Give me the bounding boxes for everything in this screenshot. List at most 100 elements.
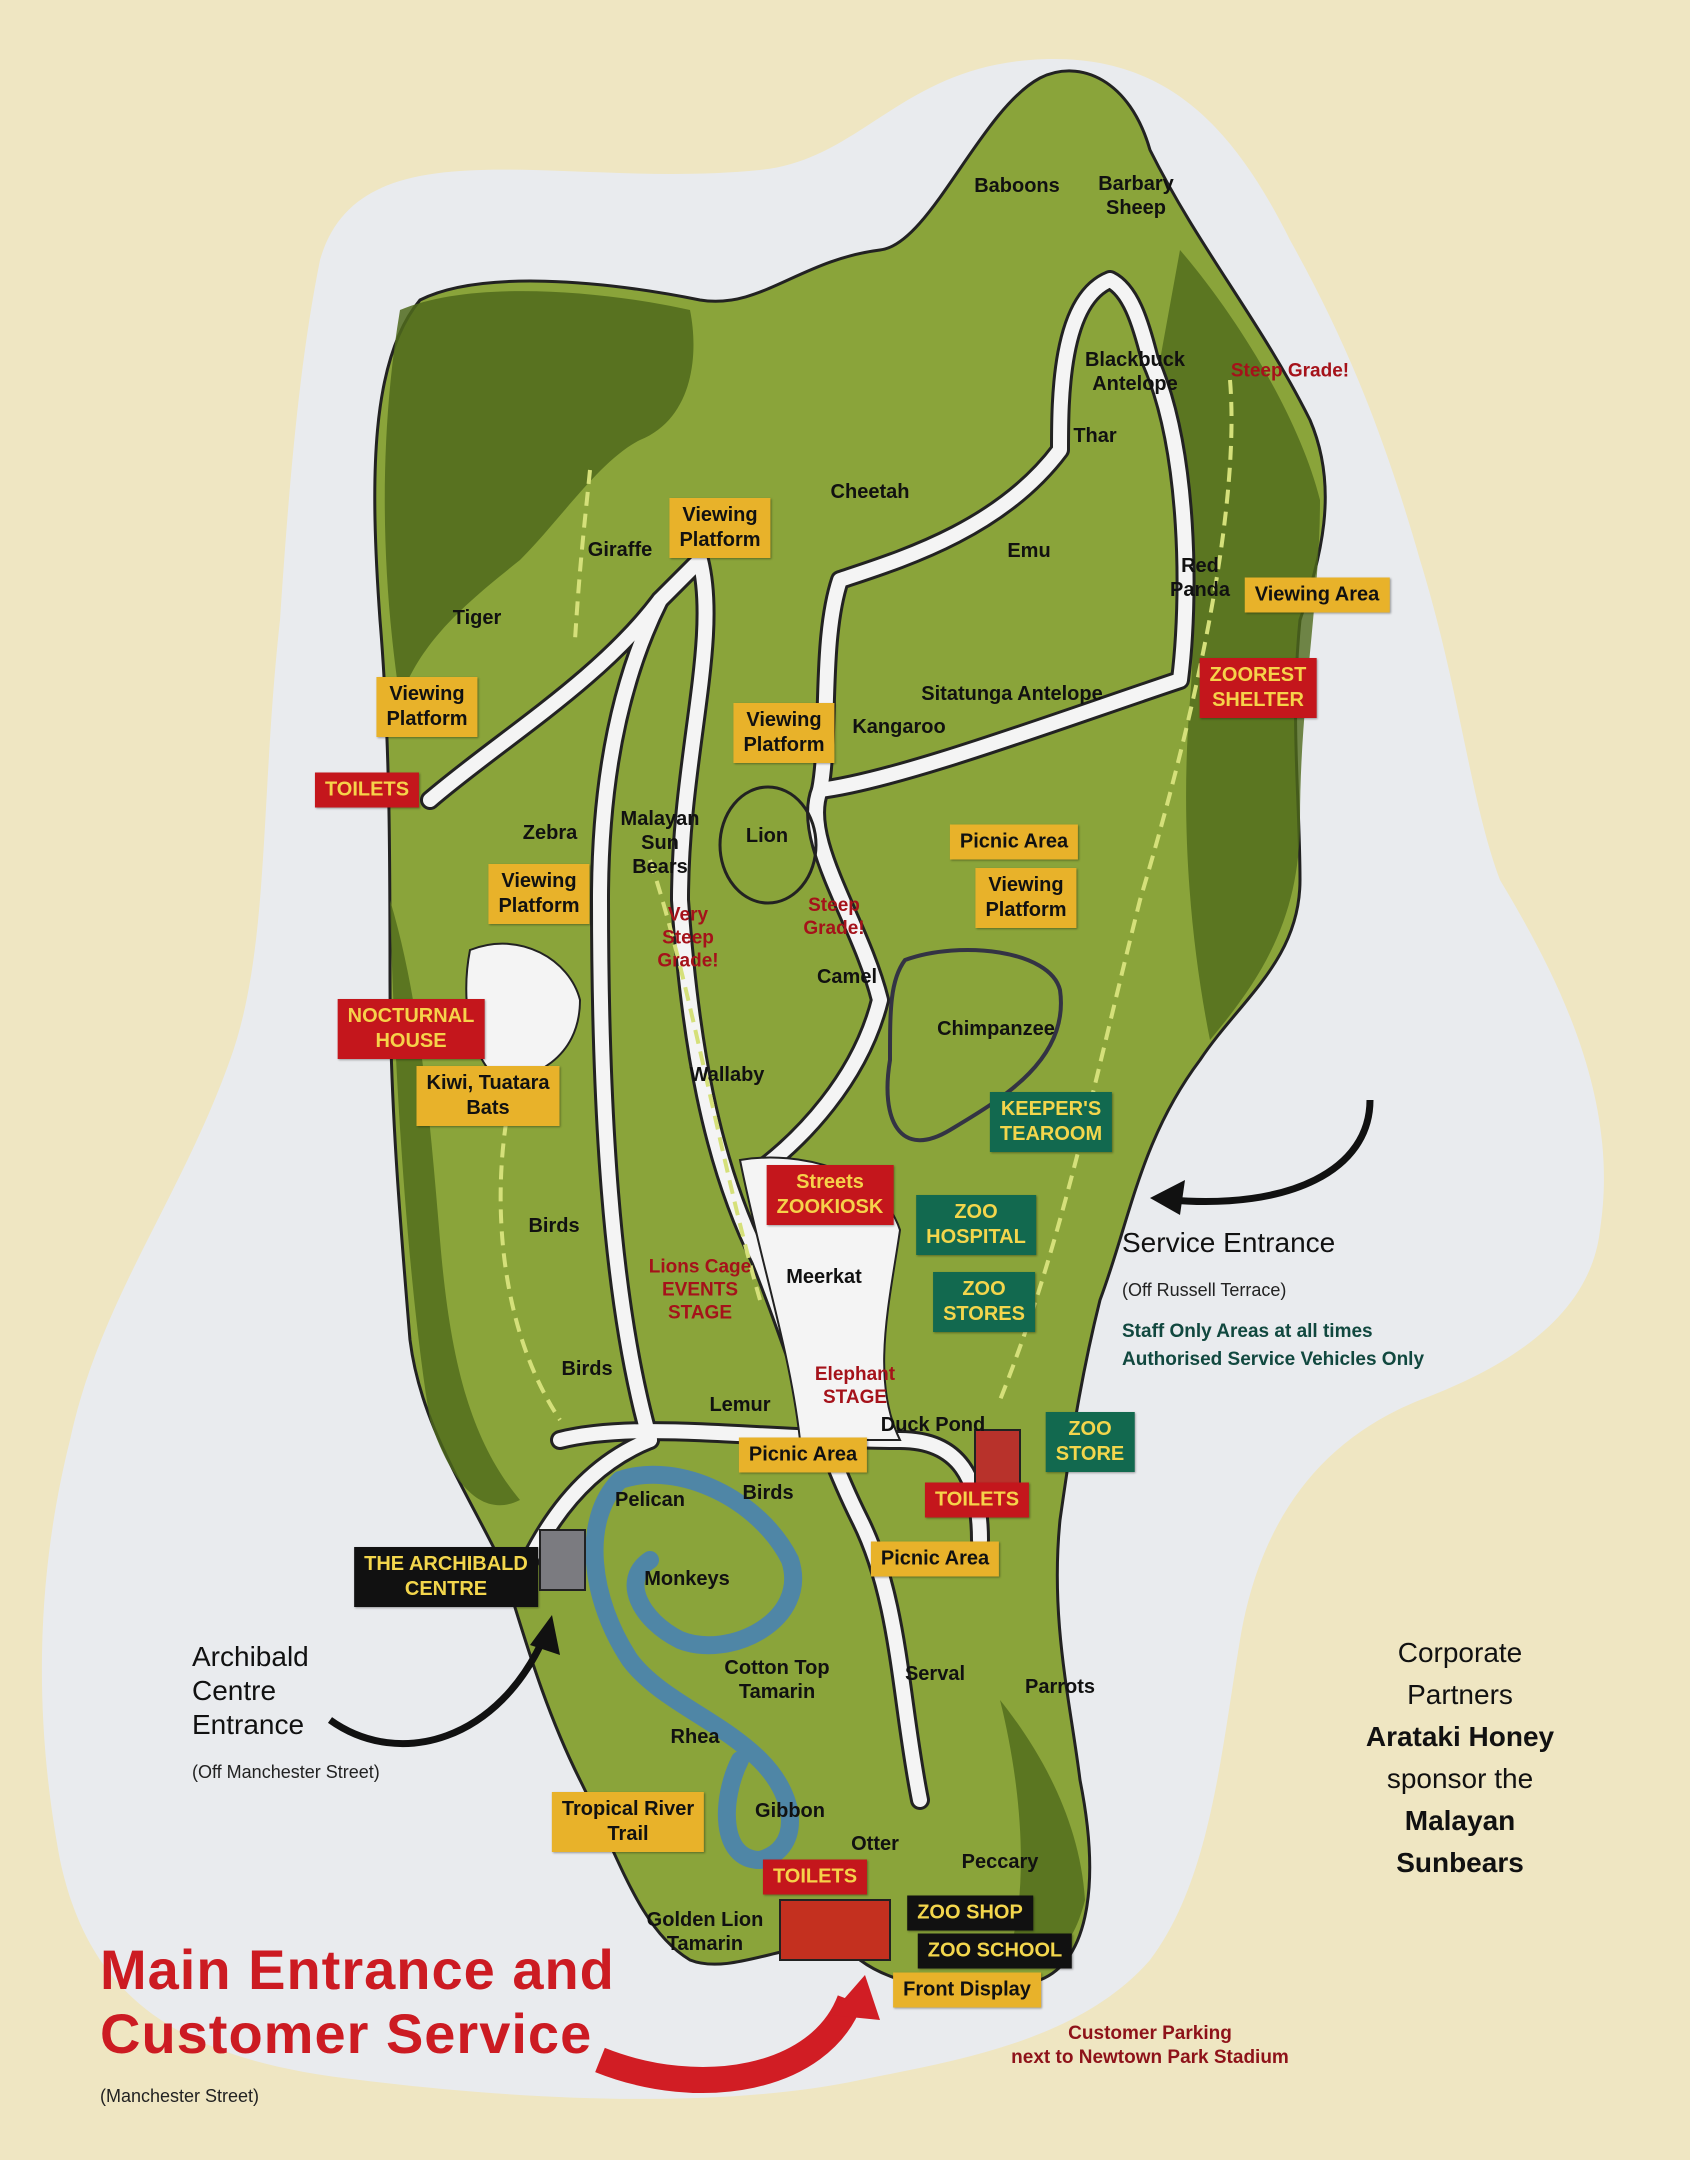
archibald-line-1: Archibald xyxy=(192,1641,309,1672)
animal-label-duck-pond: Duck Pond xyxy=(880,1414,986,1436)
animal-label-blackbuck-antelope: Blackbuck Antelope xyxy=(1084,349,1186,395)
service-entrance-arrow xyxy=(1169,1099,1374,1205)
animal-label-barbary-sheep: Barbary Sheep xyxy=(1098,173,1174,219)
forest-southeast xyxy=(1000,1700,1085,1960)
customer-parking-note: Customer Parking next to Newtown Park St… xyxy=(1011,2022,1289,2070)
sign-zoo-stores[interactable]: ZOO STORES xyxy=(933,1272,1035,1332)
animal-label-lion: Lion xyxy=(745,825,789,847)
animal-label-peccary: Peccary xyxy=(961,1851,1039,1873)
zoo-grounds xyxy=(373,69,1327,1992)
warning-label-steep-grade-mid: Steep Grade! xyxy=(803,895,865,939)
animal-label-tiger: Tiger xyxy=(452,607,502,629)
partners-line-1: Corporate Partners xyxy=(1397,1637,1523,1710)
sign-streets-zookiosk[interactable]: Streets ZOOKIOSK xyxy=(766,1165,894,1225)
walking-trails xyxy=(498,379,1234,1422)
forest-southwest xyxy=(390,900,520,1506)
archibald-entrance-arrow xyxy=(327,1633,549,1748)
warning-label-steep-grade-top: Steep Grade! xyxy=(1230,360,1350,382)
forest-west xyxy=(384,291,694,700)
staff-notice-line-1: Staff Only Areas at all times xyxy=(1122,1321,1373,1342)
archibald-entrance-subtitle: (Off Manchester Street) xyxy=(192,1762,380,1782)
main-entrance-subtitle: (Manchester Street) xyxy=(100,2086,260,2106)
partners-sponsor-name: Arataki Honey xyxy=(1365,1721,1555,1752)
partners-animal-line-1: Malayan xyxy=(1404,1805,1516,1836)
staff-notice-line-2: Authorised Service Vehicles Only xyxy=(1122,1349,1425,1370)
main-entrance-building xyxy=(779,1899,891,1961)
animal-label-meerkat: Meerkat xyxy=(786,1266,862,1288)
sign-viewing-platform-kangaroo[interactable]: Viewing Platform xyxy=(733,703,835,763)
animal-label-red-panda: Red Panda xyxy=(1169,555,1231,601)
sign-zoo-store[interactable]: ZOO STORE xyxy=(1045,1412,1135,1472)
sign-viewing-area-red-panda[interactable]: Viewing Area xyxy=(1244,577,1390,613)
main-entrance-title: Main Entrance and Customer Service xyxy=(100,1938,615,2066)
sign-viewing-platform-tiger[interactable]: Viewing Platform xyxy=(376,677,478,737)
forest-east xyxy=(1160,250,1320,1040)
warning-label-elephant-stage: Elephant STAGE xyxy=(814,1364,896,1408)
service-entrance-subtitle: (Off Russell Terrace) xyxy=(1122,1280,1287,1300)
main-title-line-2: Customer Service xyxy=(100,2002,593,2065)
archibald-building xyxy=(539,1529,586,1591)
staff-only-notice: Staff Only Areas at all times Authorised… xyxy=(1122,1318,1424,1374)
animal-label-birds-lower: Birds xyxy=(561,1358,613,1380)
toilets-east-building xyxy=(974,1429,1021,1486)
animal-label-chimpanzee: Chimpanzee xyxy=(937,1018,1055,1040)
animal-label-gibbon: Gibbon xyxy=(755,1800,825,1822)
sign-zoo-hospital[interactable]: ZOO HOSPITAL xyxy=(916,1195,1036,1255)
sign-keepers-tearoom[interactable]: KEEPER'S TEAROOM xyxy=(989,1092,1113,1152)
warning-label-very-steep-grade: Very Steep Grade! xyxy=(657,904,719,972)
corporate-partners: Corporate Partners Arataki Honey sponsor… xyxy=(1345,1632,1575,1884)
sign-viewing-platform-giraffe[interactable]: Viewing Platform xyxy=(669,498,771,558)
main-entrance-arrow xyxy=(595,1994,863,2093)
animal-label-thar: Thar xyxy=(1073,425,1117,447)
sign-zoo-shop[interactable]: ZOO SHOP xyxy=(907,1895,1033,1931)
animal-label-parrots: Parrots xyxy=(1024,1676,1096,1698)
sign-viewing-platform-chimp[interactable]: Viewing Platform xyxy=(975,868,1077,928)
archibald-line-2: Centre xyxy=(192,1675,277,1706)
animal-label-otter: Otter xyxy=(851,1833,899,1855)
archibald-entrance-title: Archibald Centre Entrance xyxy=(192,1640,309,1742)
parking-line-1: Customer Parking xyxy=(1068,2023,1232,2044)
animal-label-emu: Emu xyxy=(1007,540,1051,562)
animal-label-baboons: Baboons xyxy=(974,175,1060,197)
archibald-line-3: Entrance xyxy=(192,1709,305,1740)
animal-label-camel: Camel xyxy=(816,966,878,988)
partners-line-3: sponsor the xyxy=(1386,1763,1534,1794)
sign-front-display[interactable]: Front Display xyxy=(893,1972,1041,2008)
animal-label-giraffe: Giraffe xyxy=(587,539,653,561)
chimpanzee-moat xyxy=(885,948,1063,1143)
sign-tropical-river-trail[interactable]: Tropical River Trail xyxy=(551,1792,705,1852)
animal-label-sitatunga-antelope: Sitatunga Antelope xyxy=(921,683,1103,705)
animal-label-wallaby: Wallaby xyxy=(689,1064,765,1086)
sign-zoorest-shelter[interactable]: ZOOREST SHELTER xyxy=(1199,658,1317,718)
animal-label-cheetah: Cheetah xyxy=(830,481,910,503)
tropical-river xyxy=(585,1465,802,1870)
animal-label-birds-centre: Birds xyxy=(742,1482,794,1504)
animal-label-malayan-sun-bears: Malayan Sun Bears xyxy=(620,808,700,878)
lion-enclosure xyxy=(718,785,818,905)
animal-label-kangaroo: Kangaroo xyxy=(852,716,946,738)
sign-nocturnal-house[interactable]: NOCTURNAL HOUSE xyxy=(337,999,485,1059)
sign-picnic-area-south[interactable]: Picnic Area xyxy=(870,1541,1000,1577)
animal-label-zebra: Zebra xyxy=(522,822,578,844)
sign-toilets-east[interactable]: TOILETS xyxy=(924,1482,1030,1518)
animal-label-cotton-top-tamarin: Cotton Top Tamarin xyxy=(724,1657,830,1703)
main-title-line-1: Main Entrance and xyxy=(100,1938,615,2001)
sign-toilets-west[interactable]: TOILETS xyxy=(314,772,420,808)
parking-line-2: next to Newtown Park Stadium xyxy=(1011,2047,1289,2068)
sign-picnic-area-north[interactable]: Picnic Area xyxy=(949,824,1079,860)
animal-label-lemur: Lemur xyxy=(709,1394,771,1416)
sign-zoo-school[interactable]: ZOO SCHOOL xyxy=(917,1933,1073,1969)
partners-animal-line-2: Sunbears xyxy=(1396,1847,1524,1878)
animal-label-rhea: Rhea xyxy=(670,1726,720,1748)
sign-the-archibald-centre[interactable]: THE ARCHIBALD CENTRE xyxy=(354,1547,538,1607)
animal-label-monkeys: Monkeys xyxy=(644,1568,730,1590)
sign-viewing-platform-zebra[interactable]: Viewing Platform xyxy=(488,864,590,924)
warning-label-lions-cage-events-stage: Lions Cage EVENTS STAGE xyxy=(648,1256,752,1324)
animal-label-birds-upper: Birds xyxy=(528,1215,580,1237)
sign-kiwi-tuatara-bats[interactable]: Kiwi, Tuatara Bats xyxy=(416,1066,560,1126)
sign-picnic-area-centre[interactable]: Picnic Area xyxy=(738,1437,868,1473)
service-entrance-title: Service Entrance xyxy=(1122,1227,1336,1258)
animal-label-serval: Serval xyxy=(904,1663,966,1685)
sign-toilets-south[interactable]: TOILETS xyxy=(762,1859,868,1895)
